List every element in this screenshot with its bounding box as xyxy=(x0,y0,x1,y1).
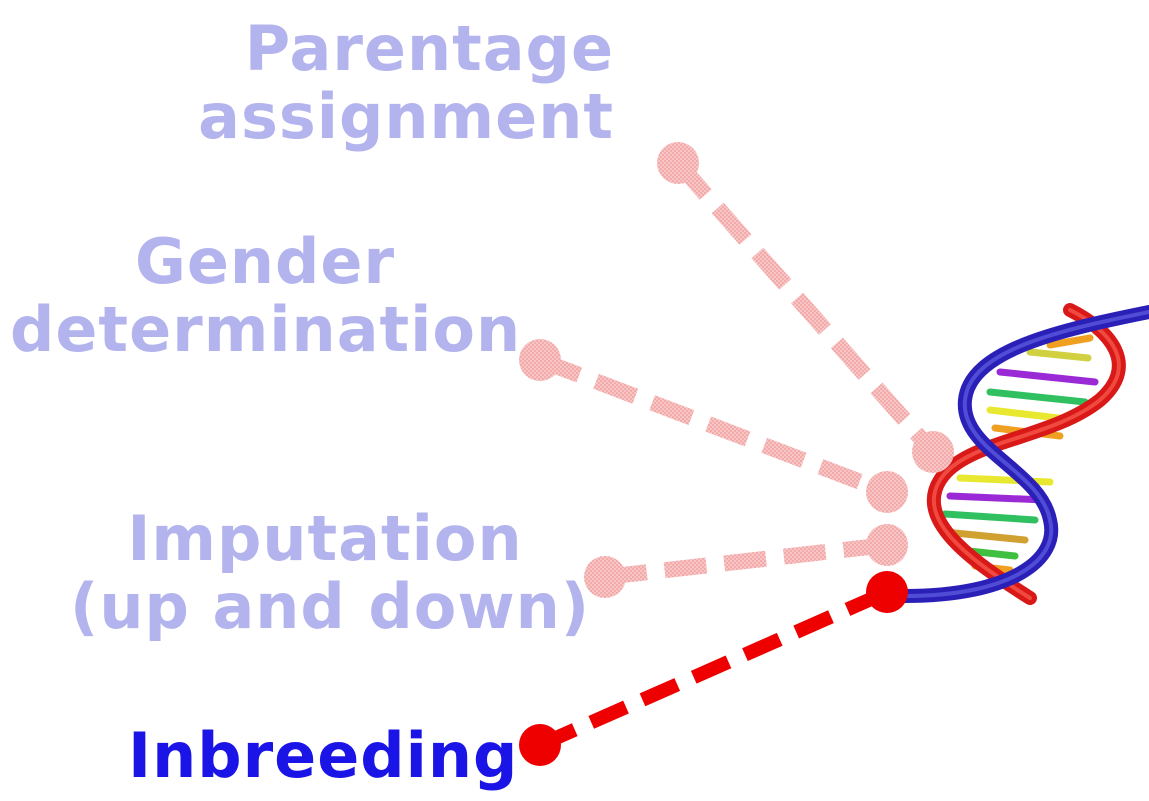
label-parentage-line1: Parentage xyxy=(14,15,614,83)
connector-parentage xyxy=(657,142,954,473)
label-parentage-assignment: Parentage assignment xyxy=(14,15,614,151)
label-imputation: Imputation (up and down) xyxy=(70,505,580,641)
label-inbreeding: Inbreeding xyxy=(128,722,518,790)
label-gender-determination: Gender determination xyxy=(10,228,520,364)
label-gender-line1: Gender xyxy=(10,228,520,296)
connector-imputation xyxy=(584,524,908,598)
label-gender-line2: determination xyxy=(10,296,520,364)
label-inbreeding-text: Inbreeding xyxy=(128,722,518,790)
label-imputation-line2: (up and down) xyxy=(70,573,580,641)
label-parentage-line2: assignment xyxy=(14,83,614,151)
label-imputation-line1: Imputation xyxy=(70,505,580,573)
